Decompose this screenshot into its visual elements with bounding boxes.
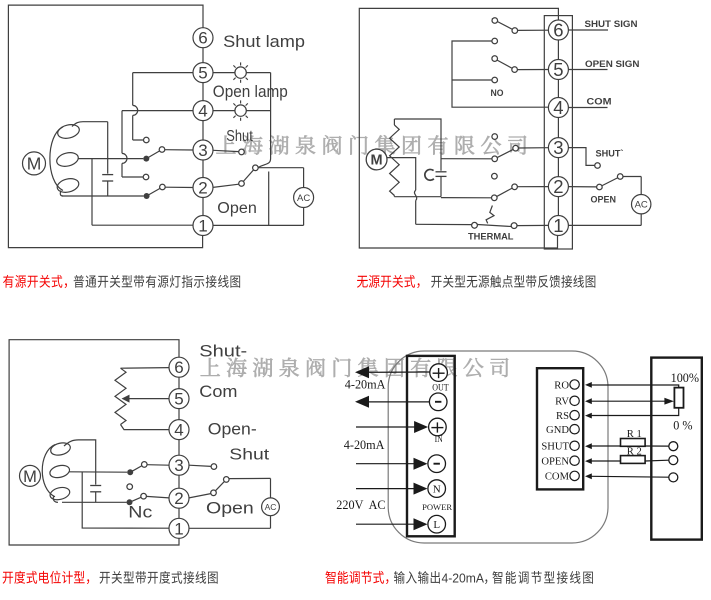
svg-text:SHUT SIGN: SHUT SIGN <box>585 19 638 30</box>
svg-text:Open: Open <box>217 200 256 217</box>
svg-text:OPEN: OPEN <box>541 457 569 468</box>
svg-text:6: 6 <box>174 358 183 377</box>
svg-text:RV: RV <box>555 397 569 408</box>
svg-text:6: 6 <box>553 20 563 41</box>
svg-text:4: 4 <box>553 97 563 118</box>
svg-text:1: 1 <box>553 215 563 236</box>
svg-text:3: 3 <box>174 456 183 475</box>
svg-text:SHUT: SHUT <box>541 442 569 453</box>
svg-text:Shut: Shut <box>229 447 269 464</box>
svg-text:M: M <box>371 153 383 169</box>
svg-text:COM: COM <box>587 96 612 107</box>
svg-text:AC: AC <box>265 502 277 512</box>
svg-text:1: 1 <box>174 519 183 538</box>
svg-text:4-20mA: 4-20mA <box>344 438 385 452</box>
svg-text:IN: IN <box>435 434 444 444</box>
svg-text:THERMAL: THERMAL <box>468 231 514 241</box>
svg-text:5: 5 <box>553 59 563 80</box>
svg-text:4-20mA: 4-20mA <box>345 378 386 392</box>
svg-text:OPEN: OPEN <box>591 195 617 206</box>
svg-text:NO: NO <box>491 88 504 99</box>
svg-text:SHUT`: SHUT` <box>596 149 624 160</box>
svg-text:Shut lamp: Shut lamp <box>223 32 305 51</box>
svg-text:GND: GND <box>546 425 569 436</box>
svg-text:0 %: 0 % <box>673 418 692 432</box>
svg-text:5: 5 <box>174 390 183 409</box>
svg-text:Open: Open <box>206 500 254 518</box>
svg-text:M: M <box>23 468 37 486</box>
svg-text:OPEN SIGN: OPEN SIGN <box>585 59 640 70</box>
svg-text:N: N <box>433 484 441 496</box>
svg-text:4-20mA: 4-20mA <box>442 570 485 585</box>
svg-text:4: 4 <box>198 102 207 121</box>
svg-text:L: L <box>433 519 440 531</box>
svg-text:3: 3 <box>198 141 207 160</box>
svg-text:Shut-: Shut- <box>199 342 247 360</box>
svg-text:AC: AC <box>635 200 648 211</box>
svg-text:R 1: R 1 <box>627 429 642 440</box>
svg-text:100%: 100% <box>671 371 699 385</box>
svg-text:RO: RO <box>554 380 569 391</box>
svg-text:2: 2 <box>553 176 563 197</box>
svg-text:RS: RS <box>556 411 569 422</box>
svg-text:R 2: R 2 <box>627 446 642 457</box>
svg-text:POWER: POWER <box>422 502 452 512</box>
svg-text:6: 6 <box>198 29 207 48</box>
svg-text:COM: COM <box>545 472 570 483</box>
svg-text:M: M <box>27 154 42 174</box>
svg-text:Nc: Nc <box>128 504 152 522</box>
svg-text:Shut: Shut <box>226 128 253 145</box>
svg-text:1: 1 <box>198 217 207 236</box>
svg-text:2: 2 <box>174 489 183 508</box>
svg-text:Com: Com <box>199 383 237 401</box>
svg-text:220V AC: 220V AC <box>336 498 385 512</box>
svg-text:AC: AC <box>297 193 310 204</box>
svg-text:OUT: OUT <box>432 382 449 392</box>
svg-text:Open-: Open- <box>208 420 257 438</box>
svg-text:2: 2 <box>198 179 207 198</box>
svg-text:Open lamp: Open lamp <box>213 82 288 101</box>
svg-text:4: 4 <box>174 421 183 440</box>
svg-text:3: 3 <box>553 137 563 158</box>
svg-text:5: 5 <box>198 64 207 83</box>
